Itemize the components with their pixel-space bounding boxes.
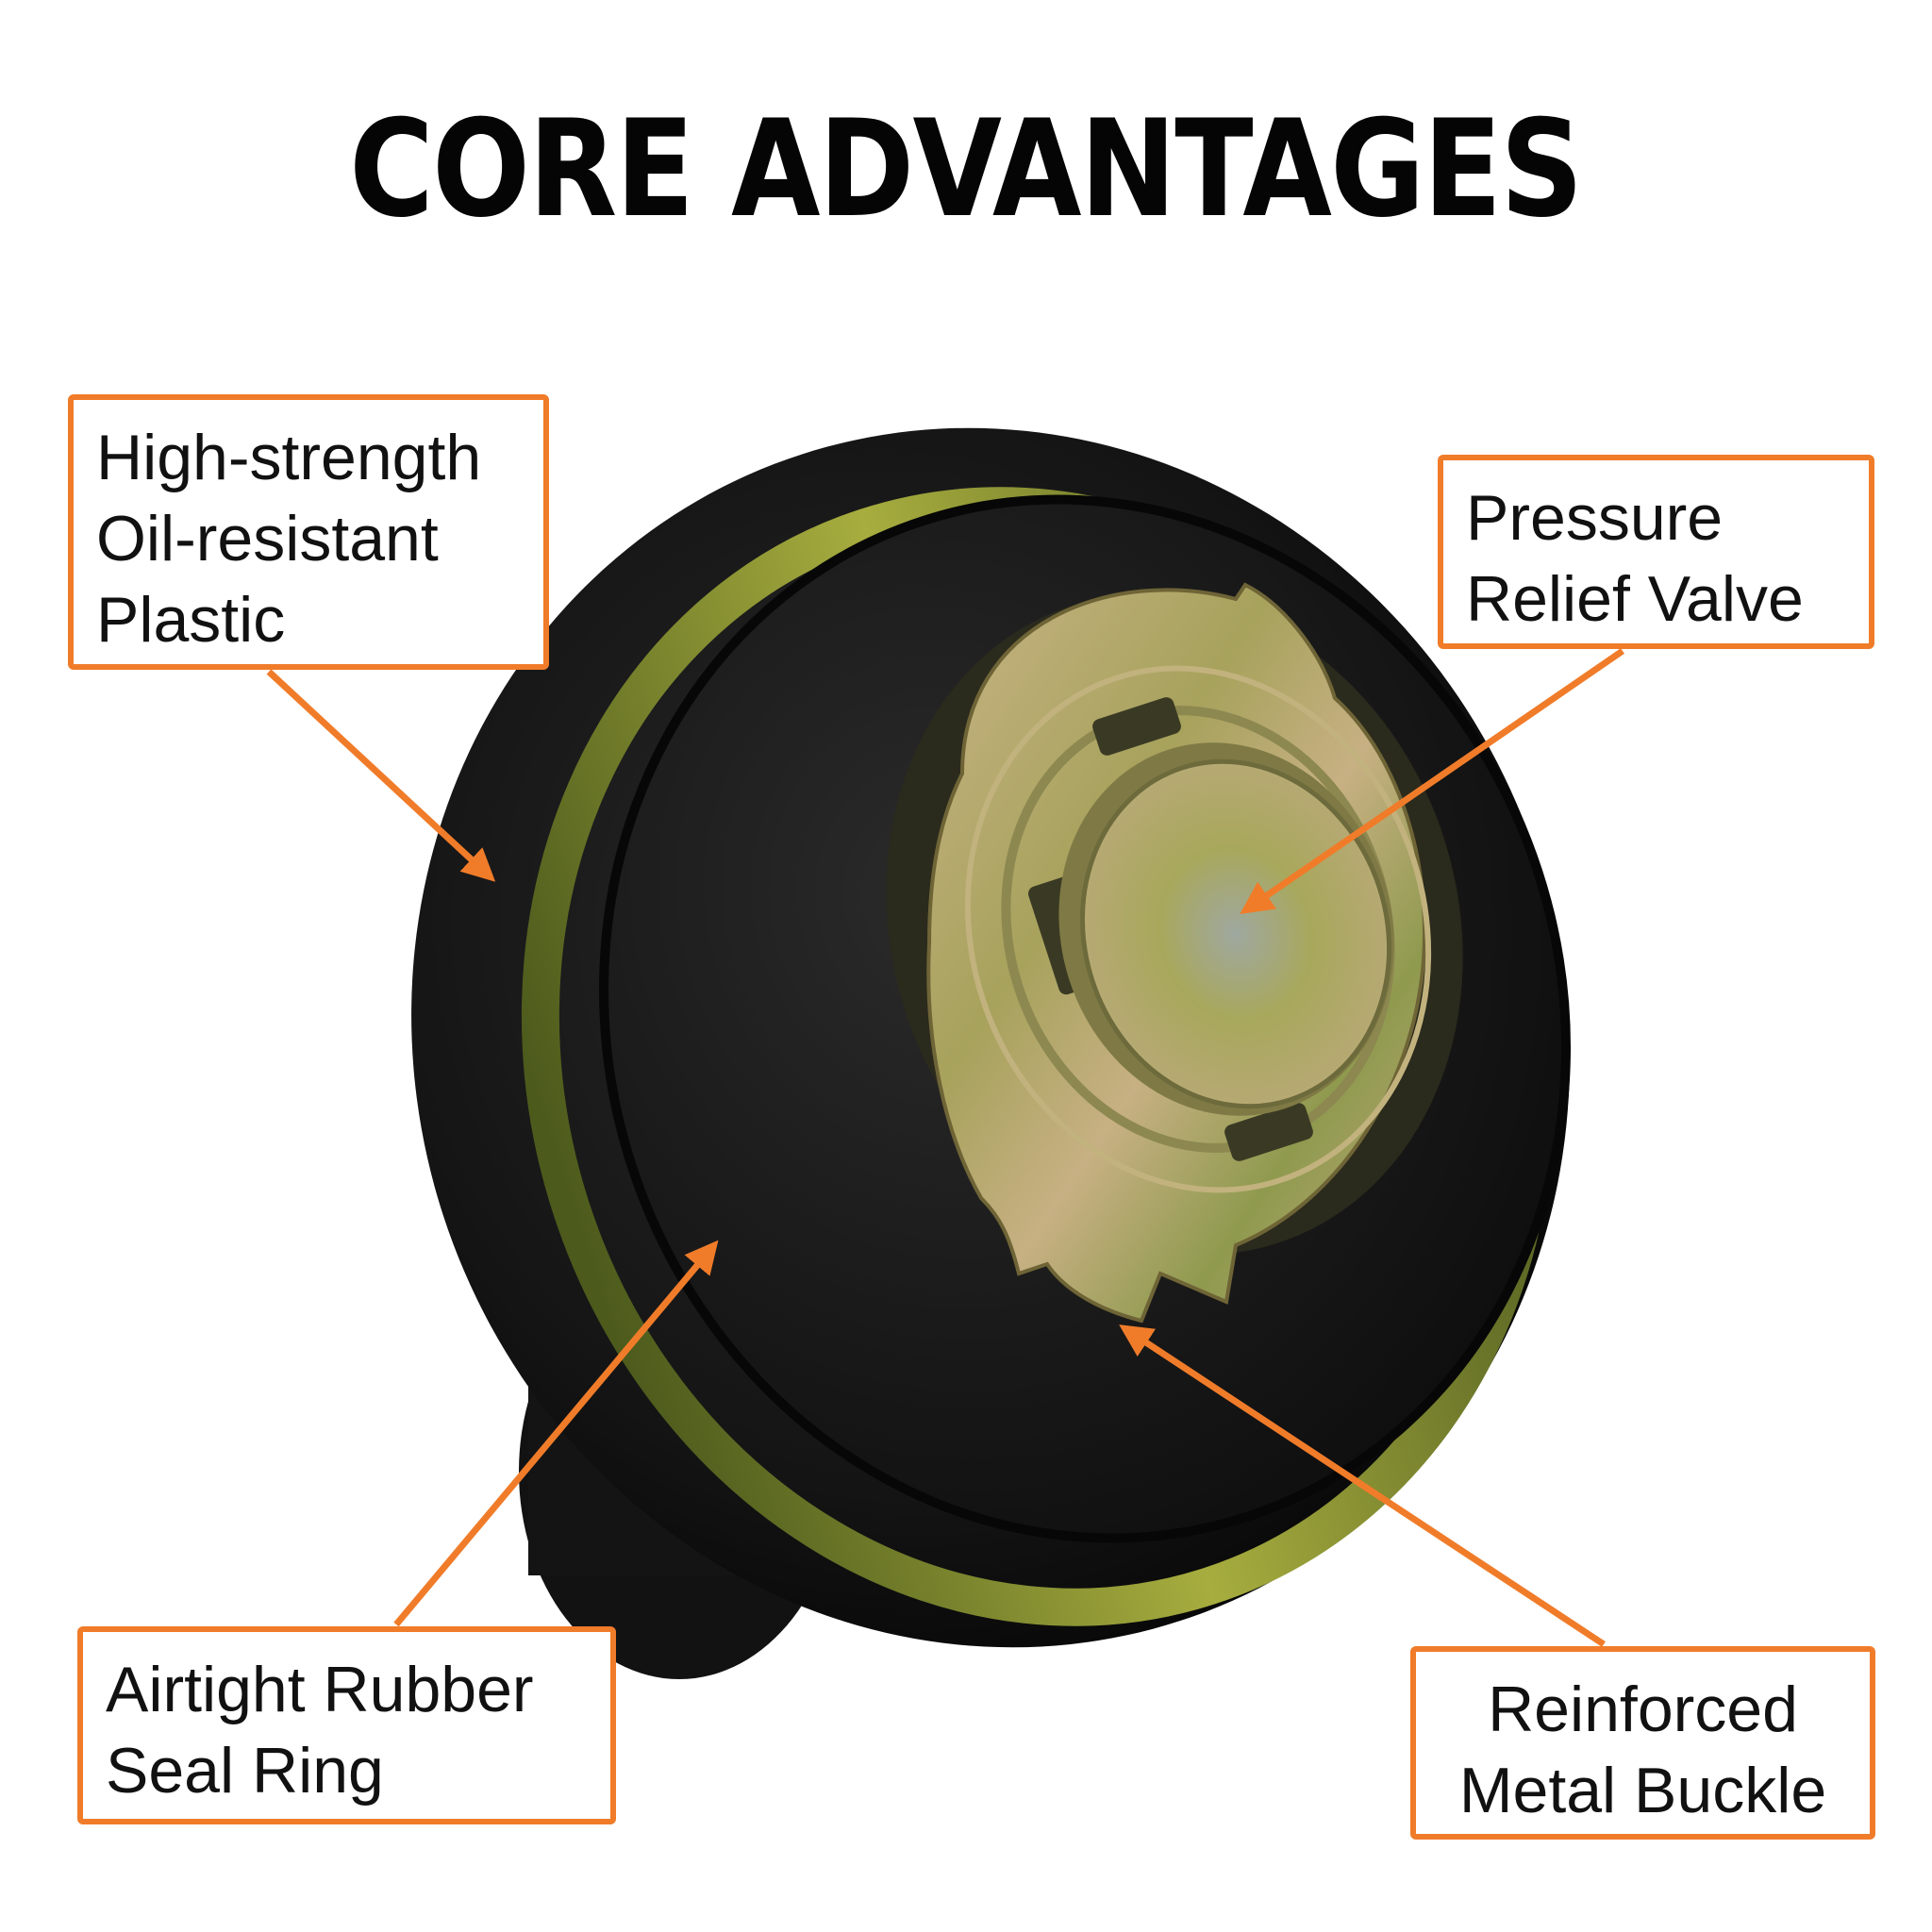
callout-seal-line-1: Airtight Rubber (106, 1654, 534, 1725)
callout-plastic-line-2: Oil-resistant (96, 503, 439, 575)
callout-valve: Pressure Relief Valve (1438, 455, 1874, 649)
callout-plastic: High-strength Oil-resistant Plastic (68, 394, 549, 670)
pressure-valve (1058, 742, 1394, 1116)
callout-seal: Airtight Rubber Seal Ring (77, 1626, 616, 1824)
callout-seal-line-2: Seal Ring (106, 1735, 384, 1807)
callout-plastic-line-1: High-strength (96, 422, 482, 493)
arrow-buckle (1119, 1324, 1606, 1647)
callout-valve-line-2: Relief Valve (1466, 563, 1804, 635)
callout-buckle-line-1: Reinforced (1488, 1674, 1798, 1745)
callout-buckle: Reinforced Metal Buckle (1410, 1646, 1875, 1840)
arrow-valve (1240, 648, 1624, 914)
callout-valve-line-1: Pressure (1466, 482, 1724, 554)
arrow-plastic (266, 669, 496, 882)
callout-arrows (266, 648, 1624, 1647)
arrow-seal (393, 1240, 719, 1627)
callout-plastic-line-3: Plastic (96, 584, 286, 656)
page-title: CORE ADVANTAGES (349, 92, 1583, 247)
callout-buckle-line-2: Metal Buckle (1458, 1755, 1827, 1826)
